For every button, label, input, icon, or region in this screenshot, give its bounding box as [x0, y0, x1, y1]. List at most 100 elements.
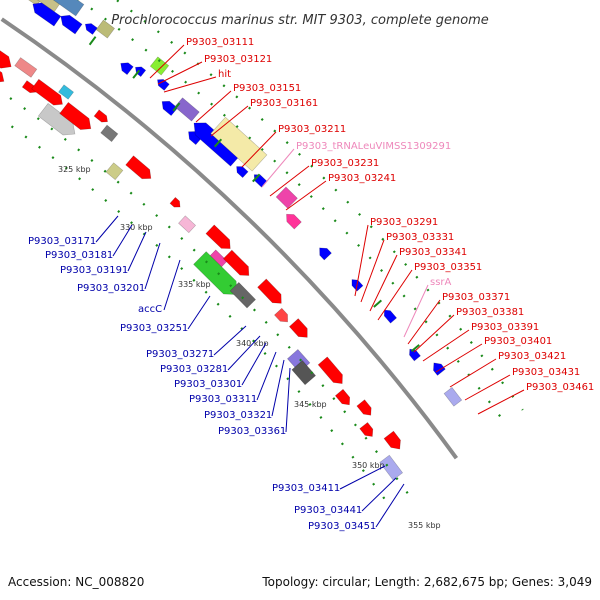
- reverse-feature-12: [174, 97, 200, 122]
- reverse-feature-2-shape: [32, 2, 62, 27]
- reverse-feature-1: [21, 0, 64, 13]
- forward-callout-line-6: [261, 148, 295, 188]
- forward-callout-line-4: [210, 105, 249, 137]
- reverse-feature-19-shape: [286, 213, 302, 230]
- tick-mark-3: [213, 138, 223, 148]
- reverse-callout-line-10: [271, 359, 285, 417]
- guide-ring-1: [0, 89, 409, 495]
- forward-feature-26: [356, 399, 372, 416]
- forward-feature-27-shape: [359, 422, 374, 437]
- reverse-feature-8: [135, 66, 147, 77]
- forward-label-18: P9303_03421: [498, 351, 566, 362]
- forward-callout-line-20: [477, 389, 525, 415]
- tick-label-2: 335 kbp: [178, 280, 211, 289]
- tick-label-0: 325 kbp: [58, 165, 91, 174]
- reverse-feature-5-shape: [84, 23, 98, 35]
- reverse-callout-line-9: [256, 351, 277, 401]
- forward-label-6: P9303_tRNALeuVIMSS1309291: [296, 141, 451, 152]
- forward-feature-14: [205, 224, 231, 249]
- forward-feature-8: [93, 109, 108, 123]
- forward-feature-28: [383, 430, 401, 450]
- reverse-feature-20-shape: [319, 247, 332, 261]
- forward-feature-5: [58, 84, 74, 100]
- forward-feature-26-shape: [356, 399, 372, 416]
- reverse-callout-line-0: [95, 215, 119, 243]
- tick-mark-0: [88, 36, 97, 46]
- reverse-label-5: P9303_03251: [120, 323, 188, 334]
- forward-feature-19: [257, 278, 282, 304]
- forward-feature-13: [178, 215, 197, 234]
- forward-label-16: P9303_03391: [471, 322, 539, 333]
- forward-feature-9: [100, 124, 119, 143]
- forward-feature-11: [125, 155, 152, 180]
- forward-feature-14-shape: [205, 224, 231, 249]
- forward-callout-line-8: [285, 180, 327, 211]
- forward-callout-line-1: [157, 61, 203, 85]
- reverse-label-10: P9303_03321: [204, 410, 272, 421]
- reverse-label-12: P9303_03411: [272, 483, 340, 494]
- forward-callout-line-19: [464, 374, 511, 401]
- forward-callout-line-7: [269, 165, 310, 197]
- tick-label-4: 345 kbp: [294, 400, 327, 409]
- reverse-feature-4-shape: [60, 14, 83, 35]
- forward-feature-24: [317, 356, 343, 384]
- reverse-feature-15: [210, 116, 268, 172]
- forward-feature-18-shape: [229, 281, 257, 309]
- reverse-feature-7: [120, 62, 134, 76]
- reverse-feature-2: [32, 2, 62, 27]
- feature-callouts: P9303_03111P9303_03121hitP9303_03151P930…: [28, 37, 594, 532]
- reverse-feature-1-shape: [21, 0, 64, 13]
- forward-feature-25-shape: [334, 388, 351, 406]
- reverse-label-6: P9303_03271: [146, 349, 214, 360]
- forward-feature-10: [105, 162, 124, 181]
- forward-feature-23: [291, 360, 317, 386]
- forward-feature-7-shape: [59, 101, 92, 130]
- forward-feature-9-shape: [100, 124, 119, 143]
- reverse-label-9: P9303_03311: [189, 394, 257, 405]
- forward-feature-29-shape: [379, 454, 404, 481]
- forward-label-9: P9303_03291: [370, 217, 438, 228]
- reverse-label-8: P9303_03301: [174, 379, 242, 390]
- reverse-callout-line-3: [144, 242, 161, 290]
- tick-label-6: 355 kbp: [408, 521, 441, 530]
- reverse-label-11: P9303_03361: [218, 426, 286, 437]
- forward-feature-4: [31, 78, 63, 106]
- forward-callout-line-2: [163, 76, 217, 93]
- forward-callout-line-5: [241, 131, 277, 168]
- forward-label-0: P9303_03111: [186, 37, 254, 48]
- reverse-feature-18: [275, 186, 298, 209]
- reverse-callout-line-2: [127, 231, 147, 272]
- forward-feature-16: [193, 251, 238, 295]
- forward-feature-17: [222, 249, 250, 276]
- reverse-feature-10: [157, 79, 170, 91]
- feature-tracks: [0, 0, 463, 481]
- map-title: Prochlorococcus marinus str. MIT 9303, c…: [111, 13, 489, 28]
- forward-callout-line-9: [354, 224, 369, 297]
- reverse-callout-line-6: [213, 325, 247, 356]
- reverse-callout-line-4: [163, 259, 181, 311]
- tick-label-5: 350 kbp: [352, 461, 385, 470]
- forward-feature-3: [21, 80, 37, 94]
- reverse-callout-line-5: [187, 295, 211, 330]
- reverse-feature-5: [84, 23, 98, 35]
- forward-feature-3-shape: [21, 80, 37, 94]
- reverse-feature-11-shape: [161, 100, 178, 117]
- forward-feature-29: [379, 454, 404, 481]
- forward-label-14: P9303_03371: [442, 292, 510, 303]
- forward-feature-25: [334, 388, 351, 406]
- reverse-callout-line-8: [241, 342, 267, 386]
- forward-callout-line-13: [403, 284, 429, 338]
- reverse-feature-19: [286, 213, 302, 230]
- forward-feature-24-shape: [317, 356, 343, 384]
- forward-label-4: P9303_03161: [250, 98, 318, 109]
- forward-callout-line-17: [435, 343, 483, 373]
- reverse-label-3: P9303_03201: [77, 283, 145, 294]
- guide-ring-2: [77, 0, 506, 424]
- forward-label-2: hit: [218, 69, 231, 80]
- forward-label-17: P9303_03401: [484, 336, 552, 347]
- reverse-callout-line-14: [375, 483, 405, 528]
- forward-feature-13-shape: [178, 215, 197, 234]
- forward-label-7: P9303_03231: [311, 158, 379, 169]
